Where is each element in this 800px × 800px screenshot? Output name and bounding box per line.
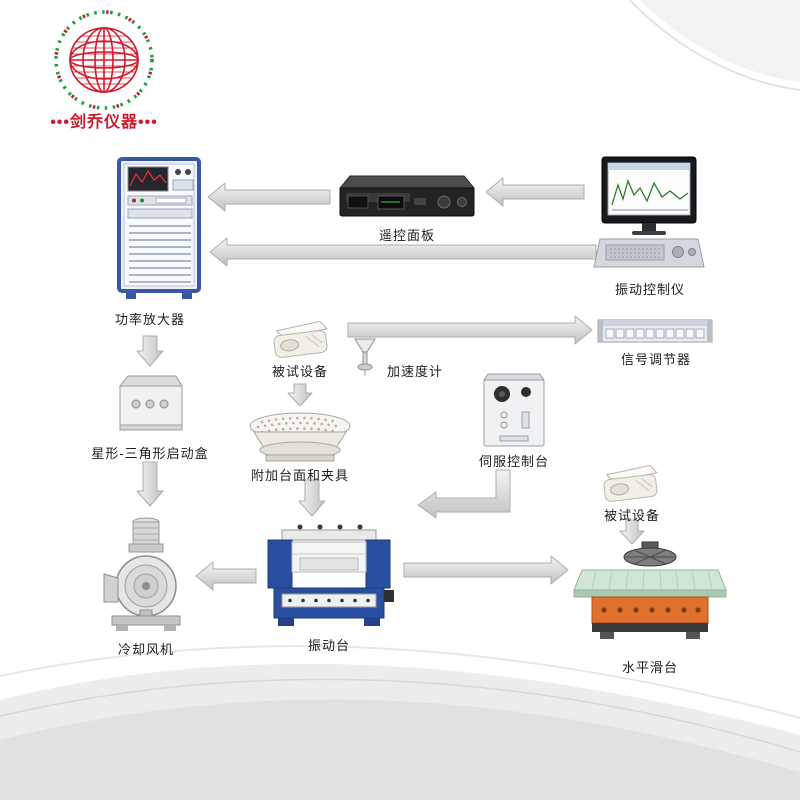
arrow-dutright-to-sliptable [619, 519, 645, 545]
arrow-servo-to-shaker [417, 469, 511, 519]
fixture-table-illustration [249, 412, 351, 462]
label-shaker: 振动台 [307, 638, 350, 653]
corner-swoosh [640, 0, 800, 82]
bottom-swoosh-line-1 [0, 645, 800, 719]
label-slip-table: 水平滑台 [621, 660, 678, 675]
node-dut-right [596, 460, 664, 508]
node-power-amplifier [116, 156, 202, 302]
label-accelerometer: 加速度计 [386, 364, 443, 379]
arrow-controller-to-amplifier [209, 237, 597, 267]
node-shaker [260, 520, 398, 632]
signal-conditioner-illustration [597, 319, 713, 343]
label-star-delta-box: 星形-三角形启动盒 [91, 446, 209, 461]
node-cooling-fan [100, 512, 192, 634]
bottom-swoosh-2 [0, 699, 800, 800]
label-power-amplifier: 功率放大器 [114, 312, 185, 327]
node-fixture-table [246, 406, 354, 468]
star-delta-box-illustration [118, 375, 183, 431]
accelerometer-illustration [354, 338, 376, 376]
arrow-amplifier-to-starbox [136, 335, 164, 367]
node-vibration-controller [592, 155, 708, 273]
cooling-fan-illustration [103, 517, 181, 631]
arrow-controller-to-panel [485, 177, 585, 207]
remote-panel-illustration [338, 175, 476, 217]
label-vibration-controller: 振动控制仪 [614, 282, 685, 297]
dut-illustration [603, 464, 658, 502]
node-servo-console [478, 370, 550, 452]
node-remote-panel [336, 170, 478, 222]
dut-illustration [273, 320, 328, 358]
label-fixture-table: 附加台面和夹具 [250, 468, 349, 483]
corner-swoosh-line [629, 0, 800, 91]
label-remote-panel: 遥控面板 [378, 228, 435, 243]
globe-logo-icon [54, 10, 154, 110]
node-slip-table [572, 538, 728, 650]
bottom-swoosh-line-2 [0, 678, 800, 753]
label-dut-top: 被试设备 [271, 364, 328, 379]
brand-name: •••剑乔仪器••• [50, 114, 158, 131]
arrow-dut-to-fixture [287, 383, 313, 407]
arrow-starbox-to-fan [136, 461, 164, 507]
arrow-fixture-to-shaker [298, 479, 326, 517]
vibration-controller-illustration [593, 156, 705, 268]
node-star-delta-box [112, 368, 188, 440]
node-accelerometer [350, 336, 380, 376]
shaker-illustration [267, 524, 394, 626]
power-amplifier-illustration [117, 157, 201, 299]
arrow-dut-to-conditioner [347, 315, 593, 345]
arrow-shaker-to-sliptable [403, 555, 569, 585]
node-dut-top [266, 316, 334, 364]
label-dut-right: 被试设备 [603, 508, 660, 523]
arrow-panel-to-amplifier [207, 182, 331, 212]
node-signal-conditioner [597, 316, 713, 346]
brand-logo: •••剑乔仪器••• [36, 8, 172, 138]
slip-table-illustration [573, 541, 727, 639]
arrow-shaker-to-fan [195, 561, 257, 591]
label-servo-console: 伺服控制台 [478, 454, 549, 469]
servo-console-illustration [483, 373, 545, 447]
label-cooling-fan: 冷却风机 [117, 642, 174, 657]
label-signal-conditioner: 信号调节器 [620, 352, 691, 367]
